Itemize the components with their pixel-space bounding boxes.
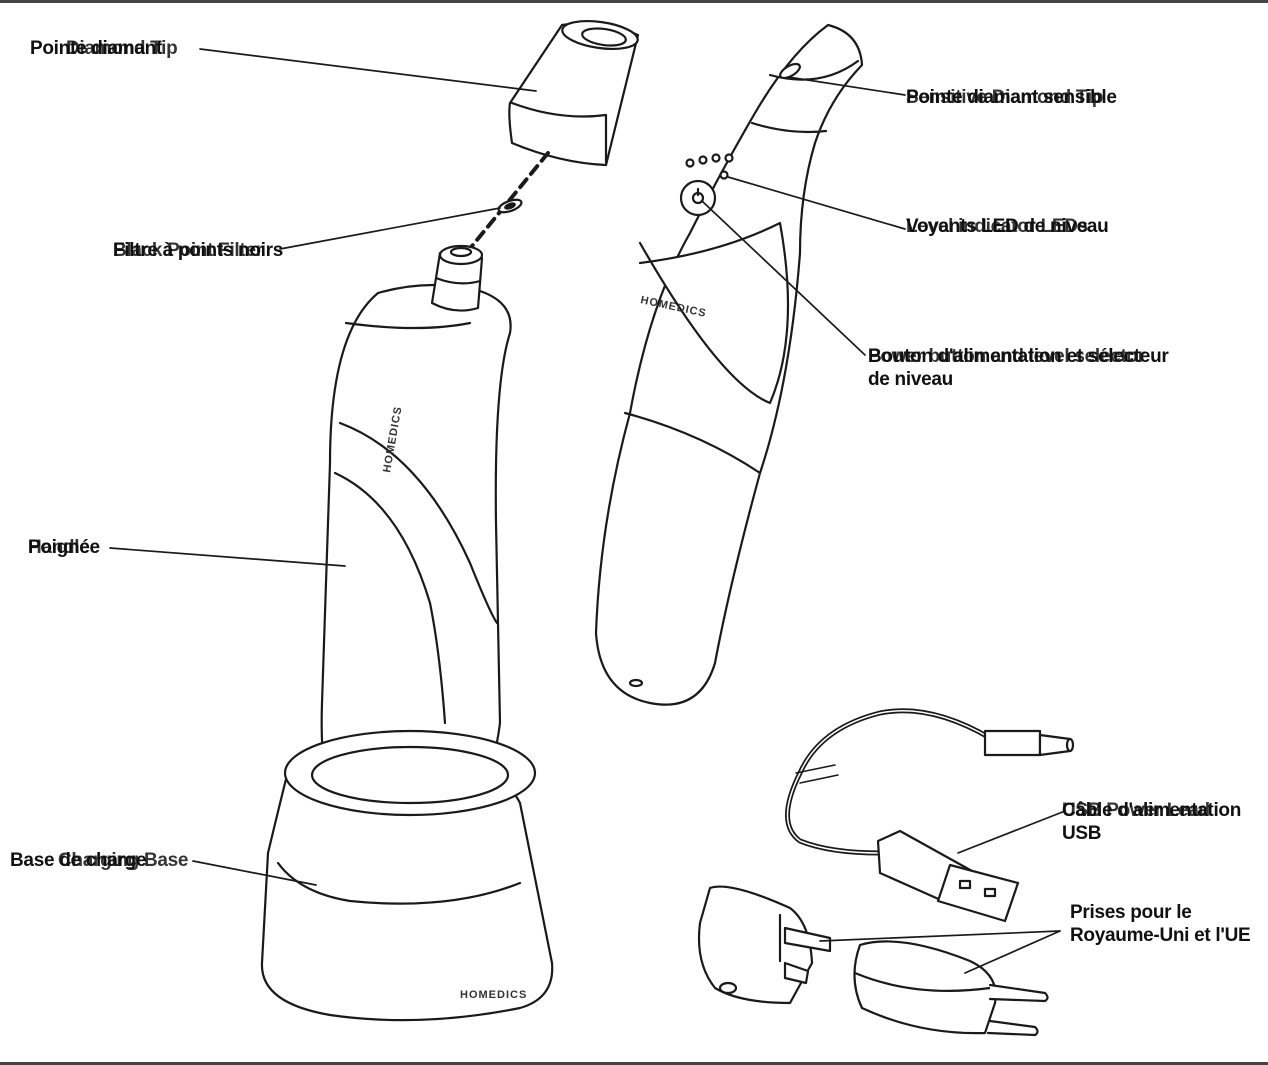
base-brand-logo: HOMEDICS [460,989,527,1001]
black-point-filter-label: Filtre à points noirs Black Point Filter [113,240,283,261]
assembly-dashed-line [466,151,550,253]
eu-plug [853,940,1049,1037]
usb-lead-label: Câble d'alimentation USB Power Lead USB [1062,800,1242,844]
diamond-tip-label: Pointe diamant Diamond Tip [30,38,178,59]
uk-plug [697,885,832,1005]
leader-lines [109,48,1066,974]
device-illustration: HOMEDICS HOMEDICS HOMEDICS [109,19,1075,1037]
sensitive-tip-label: Pointe diamant sensible Sensitive Diamon… [906,87,1117,108]
diamond-tip-cap [508,19,640,167]
power-button-label: Bouton d'alimentation et sélecteur Power… [868,346,1169,390]
level-led-label: Voyants LED de niveau Level indicator LE… [906,216,1109,237]
handle-device: HOMEDICS [320,244,512,818]
charging-base-label: Base de charge Charging Base [10,850,189,871]
usb-power-lead [785,708,1075,923]
back-handle-device: HOMEDICS [594,23,864,706]
handle-label: Poignée Handle [28,537,100,558]
plugs-label: Prises pour le Royaume-Uni et l'UE [1070,902,1251,946]
charging-base: HOMEDICS [260,729,554,1022]
